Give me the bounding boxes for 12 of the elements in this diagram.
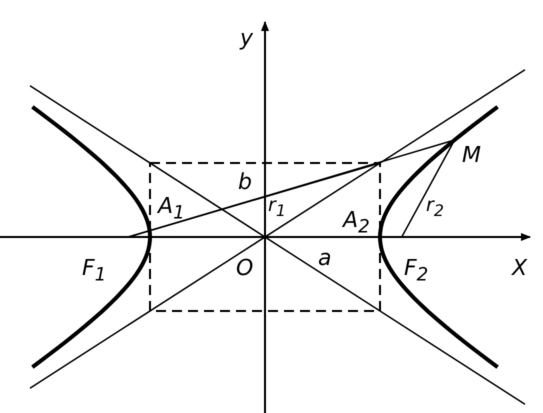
axis-label: O bbox=[236, 258, 254, 280]
axis-label: y bbox=[240, 28, 254, 50]
point-label: M bbox=[462, 145, 481, 167]
edge-label: r$_{1}$ bbox=[268, 196, 286, 219]
axis-label: X bbox=[512, 258, 528, 280]
axis-label: a bbox=[318, 248, 332, 270]
axis-label: A$_{2}$ bbox=[343, 210, 370, 237]
axis-label: b bbox=[238, 172, 252, 194]
point-label: F$_{2}$ bbox=[404, 258, 428, 285]
edge-label: r$_{2}$ bbox=[426, 196, 444, 219]
point-label: F$_{1}$ bbox=[82, 258, 106, 285]
axis-label: A$_{1}$ bbox=[158, 196, 185, 223]
